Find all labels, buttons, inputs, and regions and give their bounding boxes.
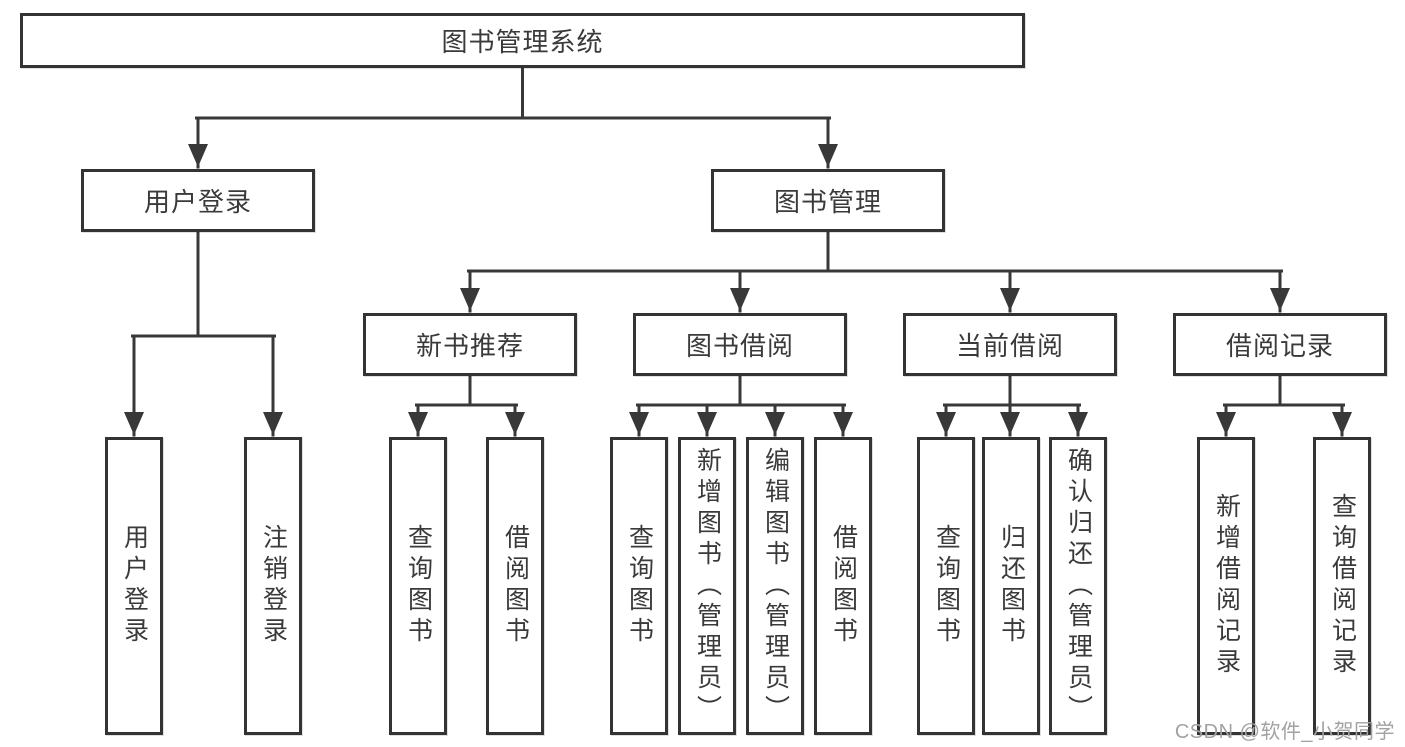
leaf-borrow-books-recommend: 借阅图书 (486, 437, 544, 735)
node-current-borrowing: 当前借阅 (903, 313, 1117, 376)
leaf-label: 借阅图书 (829, 524, 858, 648)
csdn-watermark: CSDN @软件_小贺同学 (1174, 721, 1395, 743)
leaf-logout: 注销登录 (244, 437, 302, 735)
leaf-label: 注销登录 (259, 524, 288, 648)
leaf-edit-book-admin: 编辑图书（管理员） (746, 437, 804, 735)
node-borrowing-records: 借阅记录 (1173, 313, 1387, 376)
leaf-label: 编辑图书（管理员） (761, 446, 790, 726)
leaf-label: 借阅图书 (501, 524, 530, 648)
leaf-query-books-current: 查询图书 (917, 437, 975, 735)
leaf-add-borrow-record: 新增借阅记录 (1197, 437, 1255, 735)
leaf-query-books-borrow: 查询图书 (610, 437, 668, 735)
leaf-label: 新增图书（管理员） (693, 446, 722, 726)
node-user-login: 用户登录 (81, 169, 315, 232)
leaf-add-book-admin: 新增图书（管理员） (678, 437, 736, 735)
leaf-label: 查询图书 (404, 524, 433, 648)
leaf-return-books: 归还图书 (982, 437, 1040, 735)
leaf-label: 用户登录 (120, 524, 149, 648)
leaf-label: 新增借阅记录 (1212, 493, 1241, 679)
leaf-borrow-books: 借阅图书 (814, 437, 872, 735)
leaf-label: 确认归还（管理员） (1064, 446, 1093, 726)
leaf-label: 查询图书 (932, 524, 961, 648)
leaf-confirm-return-admin: 确认归还（管理员） (1049, 437, 1107, 735)
node-root-system: 图书管理系统 (20, 13, 1025, 68)
leaf-label: 查询图书 (625, 524, 654, 648)
node-book-borrowing: 图书借阅 (633, 313, 847, 376)
leaf-label: 归还图书 (997, 524, 1026, 648)
node-book-management: 图书管理 (711, 169, 945, 232)
leaf-label: 查询借阅记录 (1328, 493, 1357, 679)
leaf-query-books-recommend: 查询图书 (389, 437, 447, 735)
leaf-user-login: 用户登录 (105, 437, 163, 735)
node-new-book-recommendation: 新书推荐 (363, 313, 577, 376)
leaf-query-borrow-record: 查询借阅记录 (1313, 437, 1371, 735)
